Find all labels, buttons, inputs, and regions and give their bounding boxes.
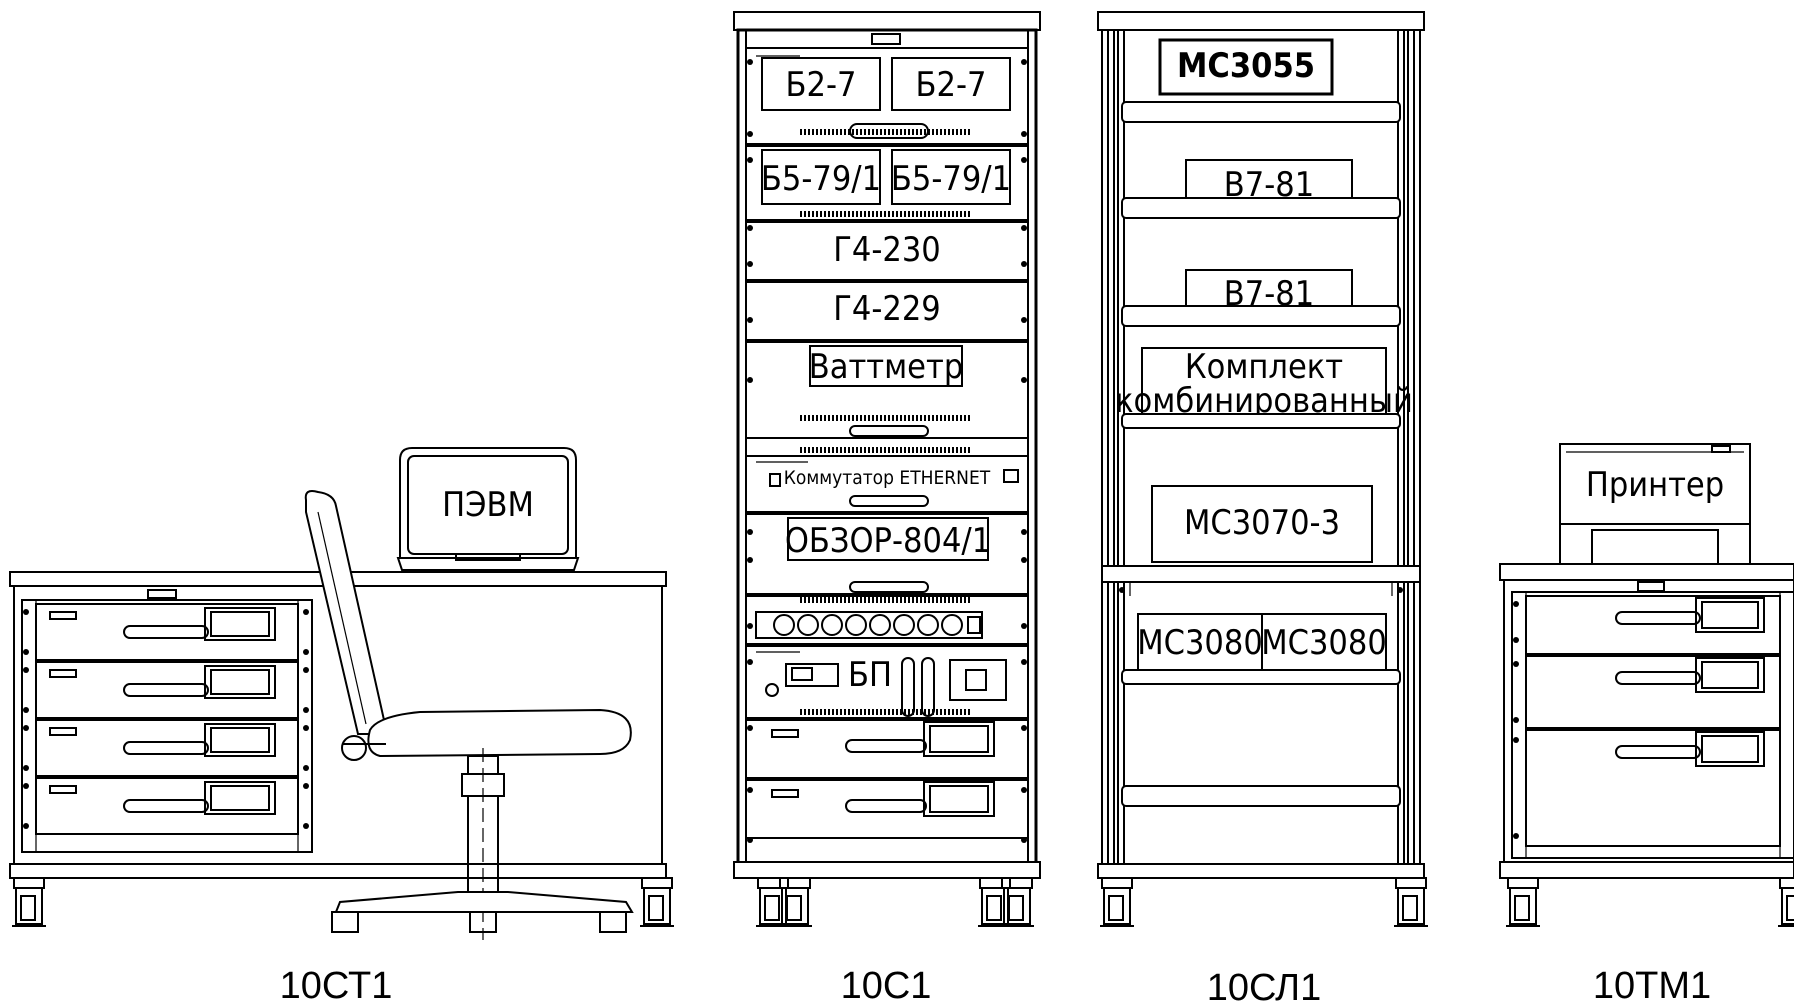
pc-label: ПЭВМ: [442, 485, 534, 525]
office-chair: [304, 490, 634, 940]
ethernet-switch-label: Коммутатор ETHERNET: [784, 467, 991, 489]
printer: Принтер: [1559, 443, 1751, 565]
kit-label-line1: Комплект: [1185, 347, 1343, 387]
socket-outlets: [773, 614, 981, 636]
rack-10sl1: MC3055 В7-81 В7-81 Комплект комбинирован…: [1097, 11, 1429, 927]
rack-10s1: Б2-7 Б2-7 Б5-79/1 Б5-79/1 Г4-230 Г4-229 …: [733, 11, 1041, 927]
printer-label: Принтер: [1586, 465, 1724, 505]
rack1-rail-dots: [747, 59, 1027, 843]
b27-left-label: Б2-7: [786, 65, 857, 105]
b27-right-label: Б2-7: [916, 65, 987, 105]
g4230-label: Г4-230: [833, 230, 941, 270]
b579-left-label: Б5-79/1: [761, 159, 881, 199]
desk-drawers: [22, 603, 310, 835]
mc3070-label: МС3070-3: [1184, 503, 1340, 543]
caption-rack2: 10СЛ1: [1207, 967, 1322, 1004]
cabinet-10tm1: Принтер: [1499, 443, 1794, 927]
obzor-label: ОБЗОР-804/1: [785, 521, 991, 561]
wattmeter-label: Ваттметр: [809, 347, 964, 387]
mc3080-right-label: МС3080: [1261, 623, 1387, 663]
psu-label: БП: [848, 655, 892, 695]
b579-right-label: Б5-79/1: [891, 159, 1011, 199]
desk-10st1: ПЭВМ: [9, 447, 675, 940]
pc-monitor: ПЭВМ: [396, 447, 580, 571]
mc3055-label: MC3055: [1177, 46, 1315, 86]
caption-rack1: 10С1: [841, 965, 932, 1004]
caption-desk: 10СТ1: [280, 965, 393, 1004]
caption-cabinet: 10ТМ1: [1593, 965, 1711, 1004]
g4229-label: Г4-229: [833, 289, 941, 329]
mc3080-left-label: МС3080: [1137, 623, 1263, 663]
